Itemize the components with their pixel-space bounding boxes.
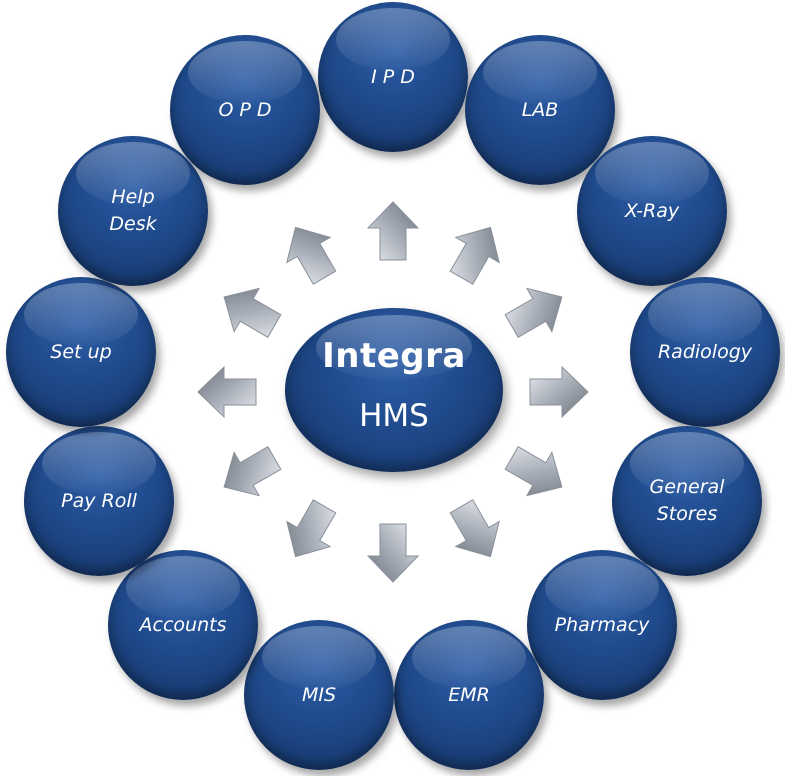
outward-arrow-icon — [286, 226, 337, 285]
module-opd[interactable]: O P D — [170, 35, 320, 185]
module-ipd[interactable]: I P D — [318, 2, 468, 152]
module-label: I P D — [371, 65, 415, 88]
outward-arrow-icon — [286, 499, 337, 558]
outward-arrow-icon — [197, 365, 257, 419]
module-label: General Stores — [649, 476, 725, 525]
center-hub[interactable]: Integra HMS — [285, 308, 503, 472]
module-radiology[interactable]: Radiology — [630, 277, 780, 427]
module-label: LAB — [521, 98, 559, 121]
module-mis[interactable]: MIS — [244, 620, 394, 770]
outward-arrow-icon — [504, 287, 563, 338]
module-emr[interactable]: EMR — [394, 620, 544, 770]
module-accounts[interactable]: Accounts — [108, 550, 258, 700]
module-pharmacy[interactable]: Pharmacy — [527, 550, 677, 700]
outward-arrow-icon — [223, 446, 282, 497]
module-label: O P D — [218, 98, 272, 121]
module-label: EMR — [448, 683, 490, 706]
center-subtitle: HMS — [359, 398, 429, 434]
module-label: Pay Roll — [61, 489, 137, 512]
module-lab[interactable]: LAB — [465, 35, 615, 185]
module-general-stores[interactable]: General Stores — [612, 426, 762, 576]
module-setup[interactable]: Set up — [6, 277, 156, 427]
outward-arrow-icon — [504, 446, 563, 497]
module-label: Help Desk — [109, 186, 157, 235]
outward-arrow-icon — [366, 523, 420, 583]
module-label: Accounts — [139, 613, 227, 636]
module-label: X-Ray — [624, 199, 680, 222]
outward-arrow-icon — [366, 201, 420, 261]
outward-arrow-icon — [449, 226, 500, 285]
center-title: Integra — [322, 336, 466, 376]
module-label: Set up — [50, 340, 112, 363]
module-xray[interactable]: X-Ray — [577, 136, 727, 286]
outward-arrow-icon — [449, 499, 500, 558]
module-label: MIS — [301, 683, 337, 706]
module-help-desk[interactable]: Help Desk — [58, 136, 208, 286]
outward-arrow-icon — [529, 365, 589, 419]
module-payroll[interactable]: Pay Roll — [24, 426, 174, 576]
outward-arrow-icon — [223, 287, 282, 338]
module-label: Radiology — [657, 340, 753, 363]
module-label: Pharmacy — [554, 613, 650, 636]
